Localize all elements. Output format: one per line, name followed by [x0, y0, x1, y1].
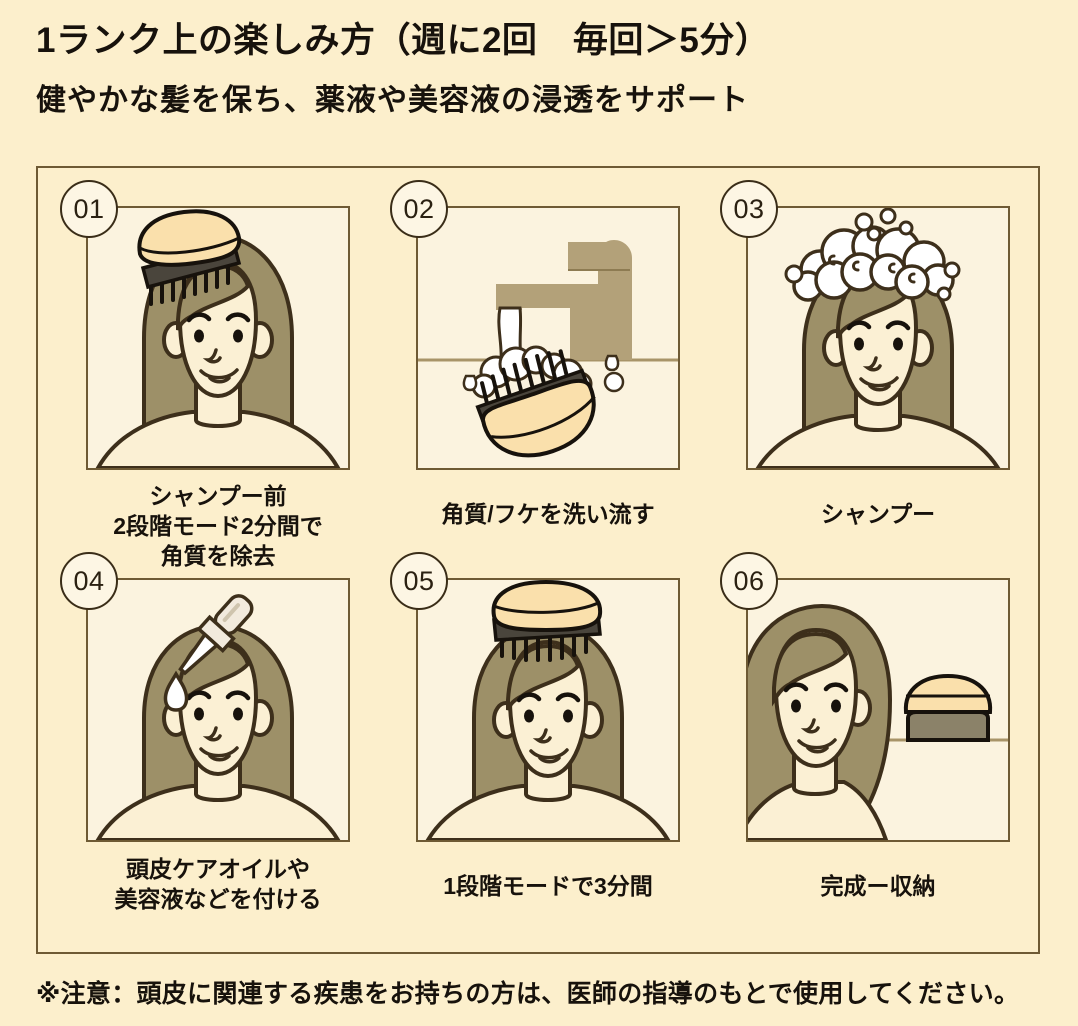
illustration-brush-rinsed-under-faucet: [418, 208, 678, 468]
illustration-woman-with-stored-brush: [748, 580, 1008, 840]
page-title: 1ランク上の楽しみ方（週に2回 毎回＞5分）: [36, 21, 771, 60]
step-02-badge: 02: [390, 180, 448, 238]
steps-frame: [36, 166, 1040, 954]
disclaimer-note: ※注意：頭皮に関連する疾患をお持ちの方は、医師の指導のもとで使用してください。: [36, 980, 1020, 1008]
step-01-badge: 01: [60, 180, 118, 238]
illustration-woman-with-brush-01: [95, 209, 341, 468]
step-02-caption: 角質/フケを洗い流す: [441, 501, 655, 527]
step-06-panel: [746, 578, 1010, 842]
step-03-badge: 03: [720, 180, 778, 238]
illustration-woman-with-shampoo-foam: [755, 208, 1001, 468]
step-03-caption: シャンプー: [820, 501, 936, 527]
page-subtitle: 健やかな髪を保ち、薬液や美容液の浸透をサポート: [36, 84, 749, 117]
step-04-badge: 04: [60, 552, 118, 610]
step-02-panel: [416, 206, 680, 470]
step-06-caption: 完成ー収納: [820, 873, 936, 899]
step-01-panel: [86, 206, 350, 470]
illustration-woman-with-brush-05: [425, 580, 671, 840]
step-06-badge: 06: [720, 552, 778, 610]
step-05-panel: [416, 578, 680, 842]
step-04-panel: [86, 578, 350, 842]
step-01-caption: シャンプー前 2段階モード2分間で 角質を除去: [113, 483, 323, 569]
step-04-caption: 頭皮ケアオイルや 美容液などを付ける: [114, 856, 322, 912]
step-05-caption: 1段階モードで3分間: [443, 873, 653, 899]
illustration-woman-with-dropper: [95, 594, 341, 840]
step-05-badge: 05: [390, 552, 448, 610]
step-03-panel: [746, 206, 1010, 470]
